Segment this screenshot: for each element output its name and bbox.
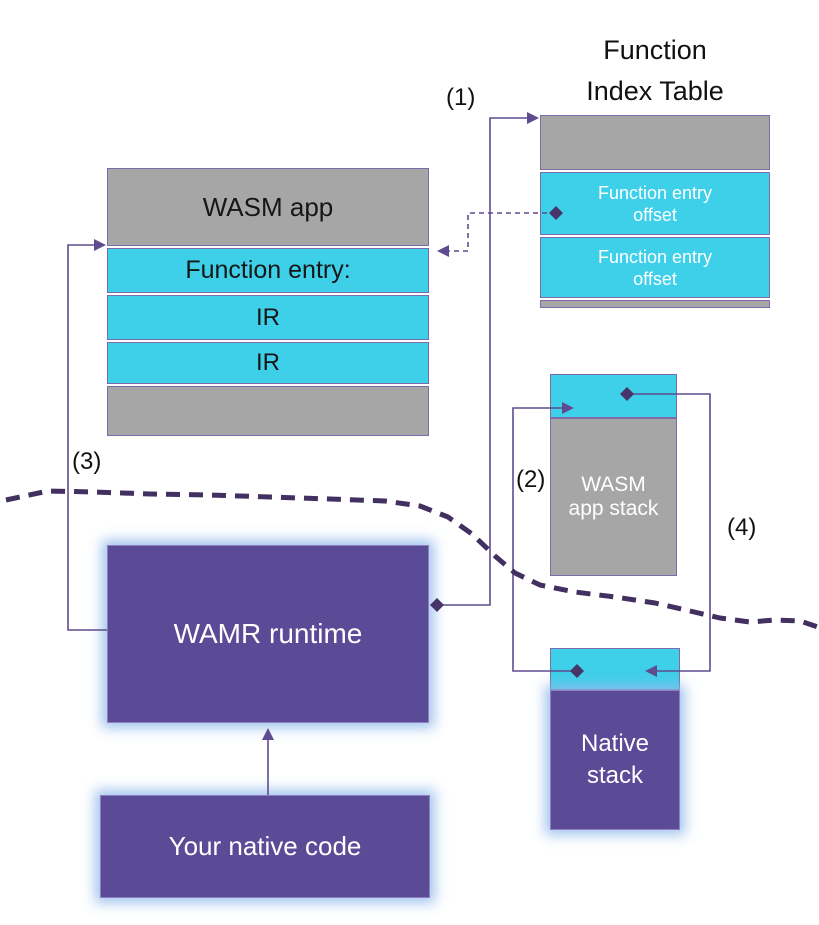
fit-top-section [540,115,770,170]
native-code-label: Your native code [168,831,362,861]
fit-function-entry-offset-row-2: Function entry offset [540,237,770,298]
arrow-3-head-icon [94,239,106,251]
fit-function-entry-offset-row-1: Function entry offset [540,172,770,235]
wasm-app-function-entry-row: Function entry: [107,248,429,293]
arrow-3-runtime-to-wasm-app [67,239,107,631]
wasm-app-stack-top-strip [550,374,677,418]
wasm-app-header: WASM app [107,168,429,246]
arrow-1-head-icon [527,112,539,124]
annotation-3: (3) [72,448,102,475]
native-stack-label-line2: stack [586,762,643,789]
dashed-arrow-head-icon [437,245,449,257]
wasm-app-stack-body: WASM app stack [550,418,677,576]
fit-offset-label-1: Function entry offset [597,182,713,225]
function-index-table-title: Function Index Table [520,30,790,112]
wasm-app-stack-label-line1: WASM [581,473,646,496]
arrow-native-code-to-runtime [262,728,274,795]
wasm-app-ir-row-2: IR [107,342,429,384]
wamr-runtime-box: WAMR runtime [107,545,429,723]
native-stack: Native stack [550,648,680,830]
wasm-app-ir-row-1: IR [107,295,429,340]
function-index-table-title-line1: Function [603,35,707,65]
native-stack-top-strip [550,648,680,690]
fit-bottom-strip [540,300,770,308]
wasm-app-box: WASM app Function entry: IR IR [107,168,429,436]
wasm-app-stack: WASM app stack [550,374,677,576]
arrow-1-diamond-icon [430,598,444,612]
arrow-up-head-icon [262,728,274,740]
function-index-table-title-line2: Index Table [586,76,724,106]
native-stack-label-line1: Native [580,730,650,757]
fit-offset-label-2: Function entry offset [597,246,713,289]
wasm-app-stack-label-line2: app stack [568,497,659,520]
arrow-1-runtime-to-index-table [430,112,539,612]
wamr-runtime-label: WAMR runtime [173,618,363,649]
wasm-app-stack-label: WASM app stack [569,473,659,521]
annotation-2: (2) [516,466,546,493]
function-index-table: Function entry offset Function entry off… [540,115,770,308]
native-stack-body: Native stack [550,690,680,830]
annotation-4: (4) [727,514,757,541]
annotation-1: (1) [446,84,476,111]
wasm-app-footer [107,386,429,436]
native-stack-label: Native stack [581,728,649,792]
native-code-box: Your native code [100,795,430,898]
